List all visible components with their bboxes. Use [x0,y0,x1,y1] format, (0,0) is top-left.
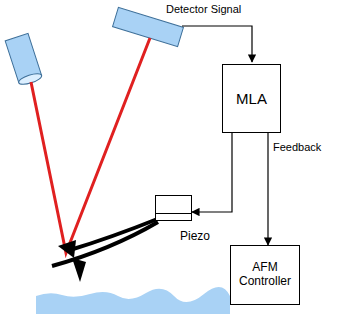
signal-wire [182,26,252,62]
cantilever-tip [58,240,76,258]
cantilever-tip [72,258,86,282]
cantilever-deflected [52,222,158,266]
sample-surface [36,287,230,314]
process-box: AFM Controller [230,245,300,305]
signal-label: Detector Signal [165,3,242,15]
laser-source [5,33,43,86]
box-label: AFM Controller [231,261,299,289]
laser-beam [31,38,150,253]
signal-arrow [267,133,268,245]
piezo-block: Piezo [155,195,192,221]
edge-label: Feedback [272,141,322,153]
signal-arrow [192,133,232,212]
piezo-layer-line [156,213,191,214]
process-box: MLA [222,64,281,133]
box-label: MLA [236,90,267,107]
part-label: Piezo [180,230,210,244]
